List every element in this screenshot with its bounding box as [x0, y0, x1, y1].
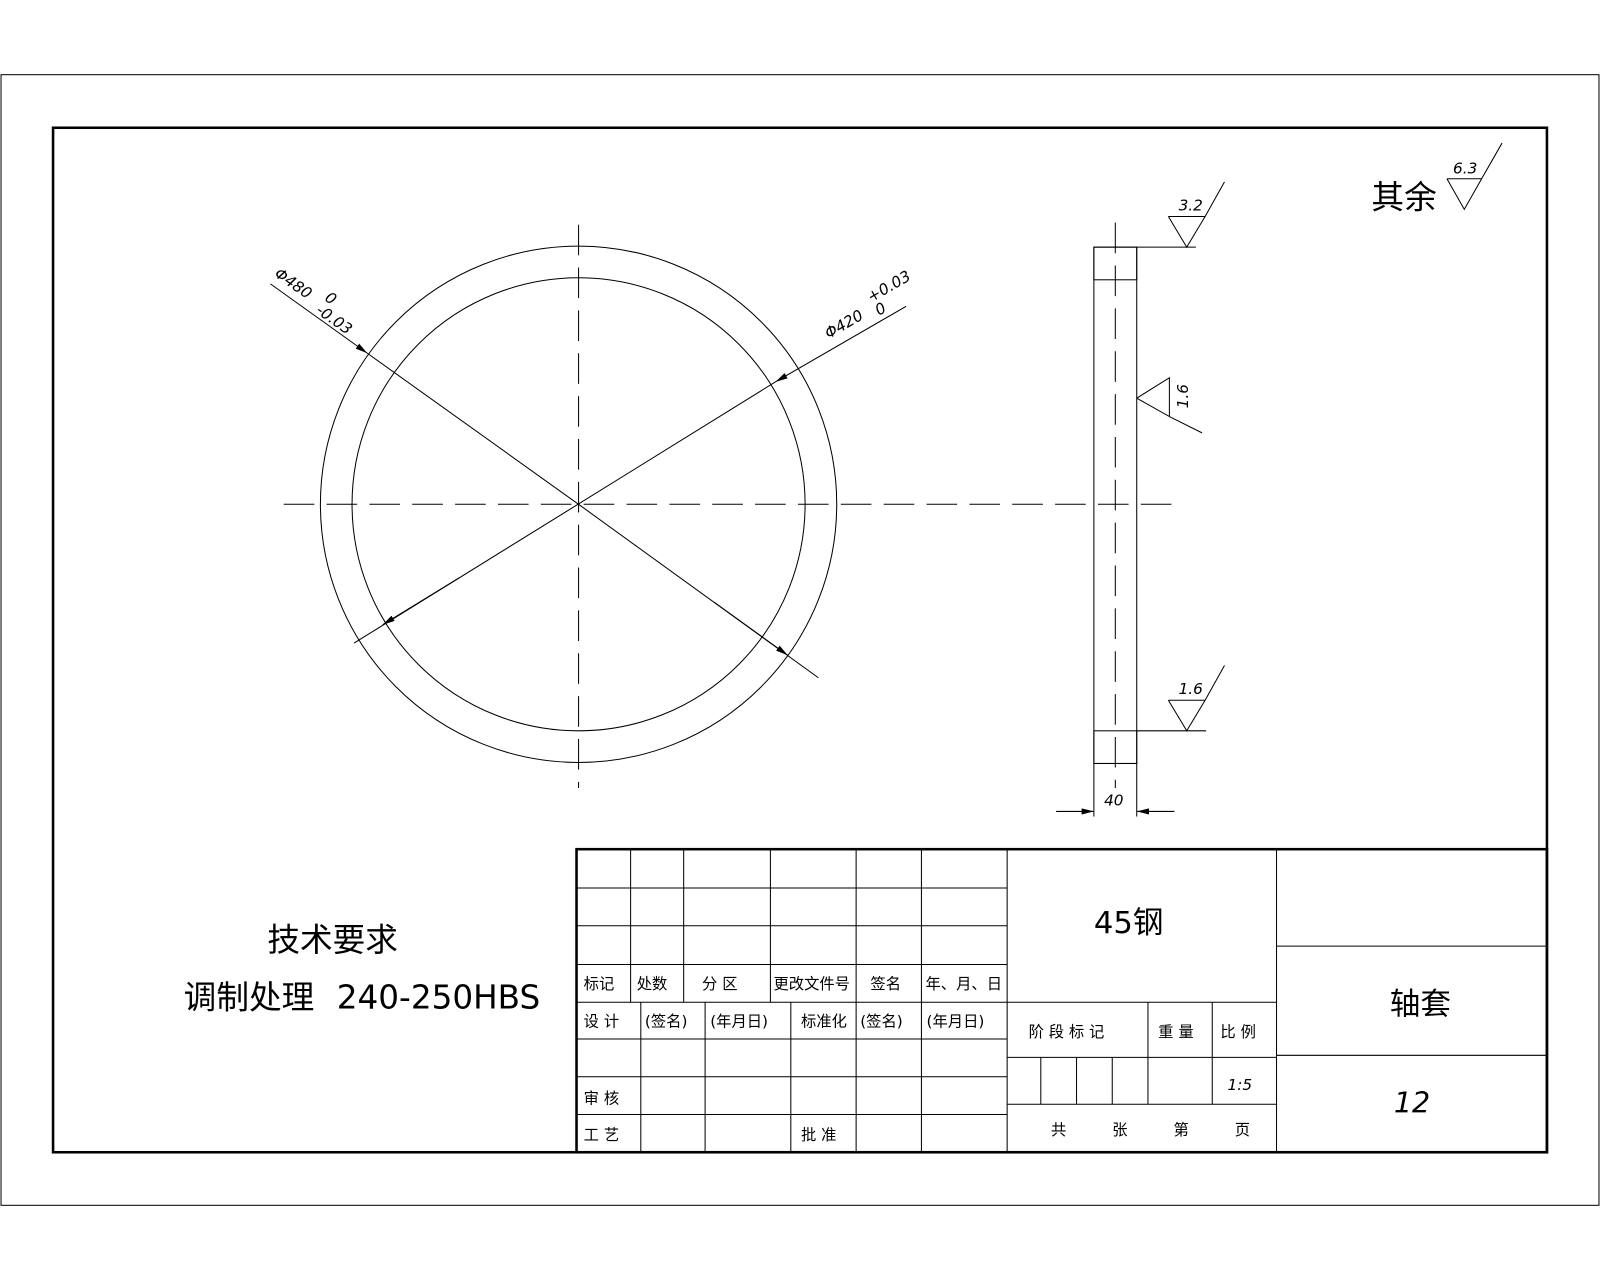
- design-label: 设 计: [584, 1013, 619, 1031]
- design-date: (年月日): [710, 1013, 768, 1031]
- sheet-number-label: 第: [1173, 1121, 1188, 1139]
- standardization-date: (年月日): [927, 1013, 985, 1031]
- header-change-doc: 更改文件号: [773, 975, 850, 993]
- header-mark: 标记: [584, 975, 615, 993]
- header-signature: 签名: [870, 975, 901, 993]
- standardization-signature: (签名): [860, 1013, 903, 1031]
- title-block: 标记 处数 分 区 更改文件号 签名 年、月、日 设 计 (签名) (年月日) …: [575, 847, 1549, 1154]
- header-date: 年、月、日: [926, 975, 1003, 993]
- roughness-side: 1.6: [1174, 384, 1192, 409]
- dim-480: Φ480: [271, 264, 315, 302]
- page-label: 页: [1235, 1121, 1250, 1139]
- dim-420: Φ420: [822, 306, 867, 342]
- standardization-label: 标准化: [801, 1013, 847, 1031]
- roughness-side-icon: [1136, 376, 1203, 434]
- front-view: Φ480 0 -0.03 Φ420 +0.03 0: [270, 224, 1181, 788]
- material: 45钢: [1094, 906, 1164, 941]
- dim-line-480-c: [367, 352, 579, 505]
- roughness-top-icon: [1167, 181, 1225, 249]
- dim-420-lower: 0: [872, 299, 889, 319]
- stage-mark-label: 阶 段 标 记: [1029, 1023, 1105, 1041]
- dim-arrow-480-end: [713, 601, 789, 656]
- sheets-total-label: 共: [1051, 1121, 1066, 1139]
- scale-value: 1:5: [1228, 1076, 1253, 1094]
- roughness-bottom-icon: [1167, 665, 1225, 732]
- rest-roughness-value: 6.3: [1453, 160, 1477, 178]
- outer-border: [0, 74, 1600, 1206]
- part-name: 轴套: [1390, 987, 1451, 1022]
- review-label: 审 核: [584, 1089, 619, 1107]
- dim-line-480: [270, 283, 368, 354]
- drawing-number: 12: [1394, 1085, 1430, 1119]
- sheets-unit-label: 张: [1112, 1121, 1127, 1139]
- approve-label: 批 准: [801, 1126, 836, 1144]
- design-signature: (签名): [645, 1013, 688, 1031]
- dim-40: 40: [1104, 791, 1123, 809]
- roughness-top: 3.2: [1179, 196, 1203, 214]
- weight-label: 重 量: [1158, 1023, 1193, 1041]
- dim-line-420: [775, 305, 907, 383]
- header-count: 处数: [637, 975, 668, 993]
- roughness-bottom: 1.6: [1179, 680, 1204, 698]
- dim-480-lower: -0.03: [313, 301, 356, 338]
- tech-requirements-title: 技术要求: [267, 921, 398, 959]
- dim-420-upper: +0.03: [864, 267, 914, 306]
- tech-requirements-line: 调制处理: [184, 978, 315, 1016]
- scale-label: 比 例: [1220, 1023, 1255, 1041]
- process-label: 工 艺: [584, 1126, 619, 1144]
- dim-arrow-420-end: [382, 577, 460, 626]
- side-view: 40 3.2 1.6 1.6: [1056, 181, 1225, 817]
- roughness-rest-icon: [1446, 142, 1503, 211]
- rest-roughness-label: 其余: [1371, 178, 1436, 216]
- tech-requirements-value: 240-250HBS: [337, 978, 540, 1016]
- header-zone: 分 区: [702, 975, 737, 993]
